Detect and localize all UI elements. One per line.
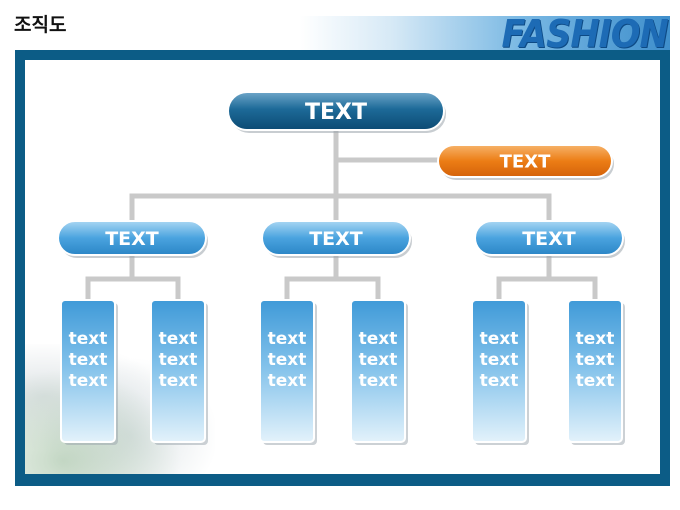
leaf-text-line: text — [359, 371, 398, 391]
leaf-text-line: text — [159, 371, 198, 391]
leaf-text-line: text — [69, 329, 108, 349]
side-node: TEXT — [437, 144, 614, 180]
leaf-text-line: text — [268, 371, 307, 391]
branch-node-3: TEXT — [474, 220, 625, 258]
root-node-label: TEXT — [305, 100, 367, 125]
header-band — [300, 16, 670, 50]
leaf-text-line: text — [576, 329, 615, 349]
branch-node-1-box — [57, 220, 207, 256]
side-node-box — [437, 144, 613, 178]
root-node-box — [227, 91, 445, 131]
leaf-text-line: text — [480, 350, 519, 370]
branch-node-2: TEXT — [261, 220, 412, 258]
leaf-text-line: text — [69, 350, 108, 370]
branch-node-3-box — [474, 220, 624, 256]
leaf-node-box — [259, 299, 315, 443]
leaf-text-line: text — [576, 350, 615, 370]
leaf-text-line: text — [159, 329, 198, 349]
leaf-text-line: text — [69, 371, 108, 391]
branch-node-3-label: TEXT — [522, 228, 576, 250]
root-node: TEXT — [227, 91, 446, 133]
leaf-node-box — [567, 299, 623, 443]
branch-node-1: TEXT — [57, 220, 208, 258]
leaf-node-box — [60, 299, 116, 443]
leaf-text-line: text — [268, 329, 307, 349]
leaf-text-line: text — [576, 371, 615, 391]
branch-node-2-box — [261, 220, 411, 256]
leaf-node-box — [350, 299, 406, 443]
brand-logo: FASHION — [501, 12, 669, 56]
branch-node-2-label: TEXT — [309, 228, 363, 250]
branch-node-1-label: TEXT — [105, 228, 159, 250]
leaf-text-line: text — [359, 329, 398, 349]
leaf-node-box — [150, 299, 206, 443]
leaf-node-box — [471, 299, 527, 443]
leaf-text-line: text — [359, 350, 398, 370]
leaf-text-line: text — [480, 329, 519, 349]
page-title: 조직도 — [14, 14, 67, 36]
side-node-label: TEXT — [500, 151, 551, 172]
leaf-text-line: text — [268, 350, 307, 370]
leaf-text-line: text — [159, 350, 198, 370]
leaf-text-line: text — [480, 371, 519, 391]
